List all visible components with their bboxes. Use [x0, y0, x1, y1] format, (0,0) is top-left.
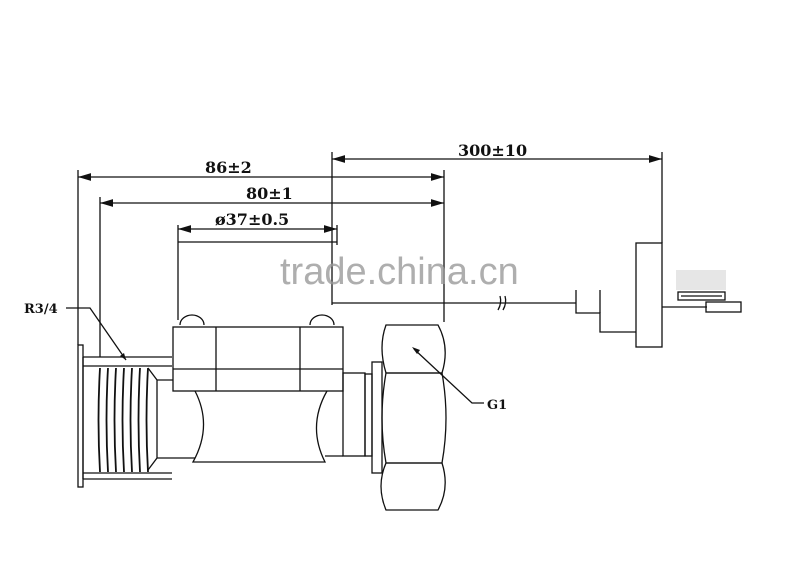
outlet-nut: [364, 324, 447, 511]
dimension-overall-length: 86±2: [77, 158, 445, 345]
dimension-label: 80±1: [246, 184, 293, 203]
watermark: trade.china.cn: [280, 251, 519, 293]
dimension-body-length: 80±1: [99, 184, 444, 357]
label-outlet-thread: G1: [412, 347, 507, 413]
dimension-label: 86±2: [205, 158, 252, 177]
label-inlet-thread: R3/4: [24, 302, 127, 361]
dimension-body-diameter: ø37±0.5: [177, 210, 338, 320]
dimension-label: 300±10: [458, 141, 527, 160]
cable: [332, 295, 576, 311]
inlet-thread: [77, 344, 173, 488]
dimension-cable-length: 300±10: [331, 141, 663, 305]
dimension-label: ø37±0.5: [215, 210, 289, 229]
outlet-thread-label: G1: [487, 398, 507, 413]
sensor-body: [172, 314, 366, 463]
inlet-thread-label: R3/4: [24, 302, 58, 317]
cable-connector: [575, 242, 742, 348]
